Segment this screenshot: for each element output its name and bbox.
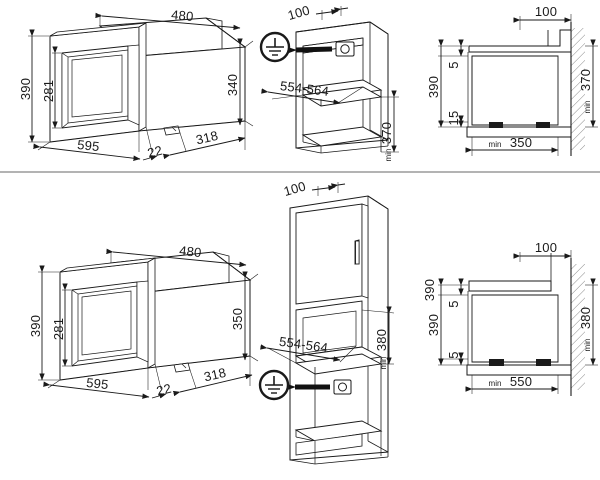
dim-label-100-section-b: 100: [535, 240, 557, 255]
dim-label-595: 595: [77, 137, 101, 154]
tall-column-cabinet-isometric-view: [289, 195, 389, 465]
dim-socket-offset-100: 100: [286, 2, 349, 23]
dim-label-380-value: 380: [374, 329, 389, 351]
dim-gap-top-5-b: 5: [446, 278, 464, 308]
dim-label-380-prefix: min: [379, 357, 388, 370]
dim-label-370-value: 370: [379, 122, 394, 144]
dim-label-5-top-b: 5: [446, 300, 461, 307]
dim-label-15: 15: [446, 111, 461, 126]
dim-label-550-value: 550: [510, 374, 532, 389]
dim-label-350-value: 350: [510, 135, 532, 150]
dim-label-370-prefix: min: [384, 149, 393, 162]
dim-label-550-prefix: min: [489, 379, 502, 388]
dim-label-370-wall-prefix: min: [583, 101, 592, 114]
earth-ground-icon: [259, 31, 291, 63]
dim-wall-height-min-370: 370 min: [578, 39, 598, 128]
dim-label-22-b: 22: [155, 381, 173, 399]
dim-label-595-b: 595: [86, 375, 110, 392]
dim-top-clearance-100: 100: [513, 4, 572, 23]
dim-depth-318: 318: [162, 128, 246, 160]
dim-front-width-595: 595: [33, 137, 141, 161]
dim-label-100-section: 100: [535, 4, 557, 19]
cabinet-section-side-view: [466, 22, 585, 156]
dim-section-height-390: 390: [426, 39, 444, 128]
dim-height-281-b: 281: [51, 283, 68, 367]
dim-depth-340: 340: [225, 38, 243, 126]
dim-niche-height-min-370: 370 min: [379, 90, 399, 162]
microwave-isometric-view: [49, 17, 247, 143]
dim-section-depth-min-350: 350 min: [465, 135, 559, 153]
dim-label-390-section-b: 390: [426, 314, 441, 336]
door-handle-icon: [355, 240, 360, 265]
dim-label-554-564: 554-564: [279, 78, 330, 99]
dim-label-100-top: 100: [286, 2, 312, 23]
dim-label-5-top: 5: [446, 61, 461, 68]
dim-label-554-564-b: 554-564: [278, 334, 329, 356]
dim-label-5-bottom-b: 5: [446, 351, 461, 358]
dim-height-390: 390: [18, 29, 35, 143]
dim-gap-top-5: 5: [446, 39, 464, 69]
power-socket-icon: [335, 41, 355, 57]
dim-label-281-b: 281: [51, 318, 66, 340]
cabinet-section-side-view-2: [466, 253, 585, 396]
dim-depth-350-b: 350: [230, 271, 248, 361]
dim-label-380-wall-value: 380: [578, 307, 593, 329]
dim-top-clearance-100-b: 100: [513, 240, 572, 259]
dim-label-480: 480: [171, 7, 195, 24]
dim-label-380-wall-prefix: min: [583, 339, 592, 352]
dim-column-390: 390: [422, 279, 437, 301]
dim-label-281: 281: [41, 80, 56, 102]
dim-depth-318-b: 318: [172, 365, 253, 397]
dim-label-390-section: 390: [426, 76, 441, 98]
dim-niche-height-min-380: 380 min: [361, 306, 395, 370]
dim-height-281: 281: [41, 46, 58, 129]
socket-arrow-icon: [280, 44, 333, 56]
dim-label-390: 390: [18, 78, 33, 100]
dim-socket-offset-100-b: 100: [282, 178, 346, 199]
power-socket-icon-2: [333, 379, 352, 395]
dim-label-100-b: 100: [282, 178, 308, 199]
dim-width-top-480-b: 480: [106, 243, 247, 268]
dim-width-top-480: 480: [95, 7, 241, 31]
dim-front-thickness-22: 22: [142, 143, 164, 161]
dim-label-350-prefix: min: [489, 140, 502, 149]
dim-niche-width-554-564-b: 554-564: [260, 334, 357, 364]
dim-label-22: 22: [146, 143, 164, 161]
dim-label-350-b: 350: [230, 308, 245, 330]
dim-front-width-595-b: 595: [43, 375, 150, 399]
dim-label-340: 340: [225, 74, 240, 96]
earth-ground-icon-2: [258, 369, 290, 401]
dim-label-390-column: 390: [422, 279, 437, 301]
dim-label-370-wall-value: 370: [578, 69, 593, 91]
dim-section-height-390-b: 390: [426, 278, 444, 366]
dim-gap-bottom-15: 15: [446, 111, 464, 128]
dim-label-318-b: 318: [202, 365, 227, 385]
dim-section-depth-min-550: 550 min: [465, 374, 559, 392]
dim-label-390-b: 390: [28, 315, 43, 337]
dim-gap-bottom-5-b: 5: [446, 351, 464, 366]
dim-wall-height-min-380: 380 min: [578, 278, 598, 366]
dim-front-thickness-22-b: 22: [151, 381, 173, 399]
dim-label-318: 318: [194, 128, 219, 148]
dim-niche-width-554-564: 554-564: [261, 78, 364, 105]
dim-label-480-b: 480: [179, 243, 203, 260]
dim-height-390-b: 390: [28, 265, 45, 381]
